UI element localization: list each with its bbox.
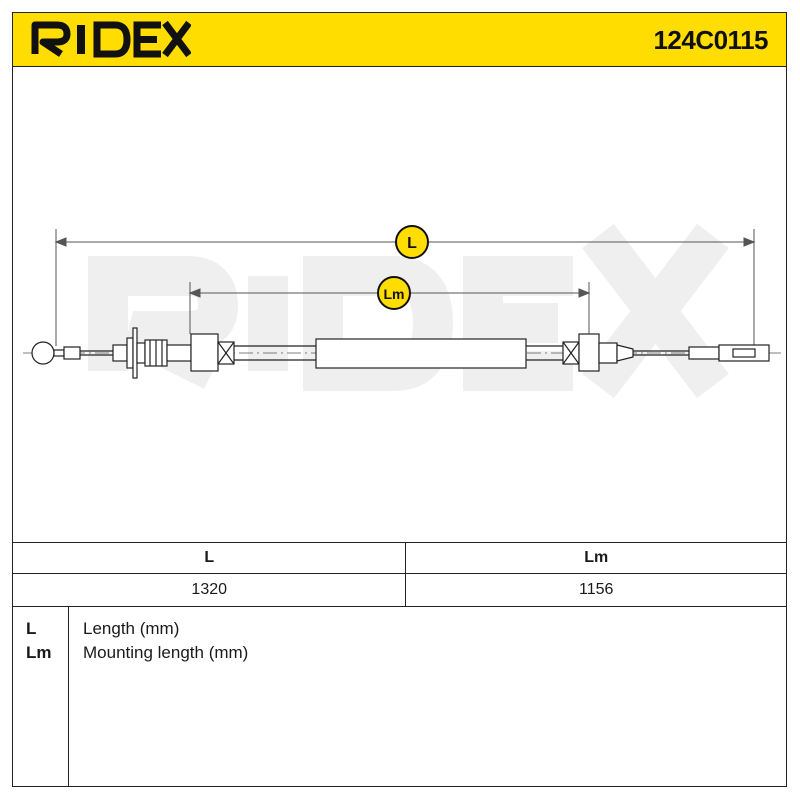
legend-key: L <box>26 619 37 638</box>
brake-cable <box>31 327 770 379</box>
svg-text:Lm: Lm <box>384 286 405 302</box>
dimension-Lm-marker: Lm <box>377 276 411 310</box>
svg-text:L: L <box>407 235 417 252</box>
part-number: 124C0115 <box>653 25 768 55</box>
value-Lm: 1156 <box>405 573 786 607</box>
ridex-watermark <box>88 223 729 399</box>
legend: L Length (mm) Lm Mounting length (mm) <box>13 607 786 787</box>
dimension-L-marker: L <box>395 225 429 259</box>
legend-description: Mounting length (mm) <box>83 643 249 662</box>
header-L: L <box>13 542 406 574</box>
legend-description: Length (mm) <box>83 619 180 638</box>
legend-row-L: L Length (mm) <box>13 619 786 643</box>
header-Lm: Lm <box>405 542 786 574</box>
legend-key: Lm <box>26 643 52 662</box>
ridex-logo <box>31 20 191 58</box>
legend-row-Lm: Lm Mounting length (mm) <box>13 643 786 667</box>
cable-drawing: L Lm <box>23 223 783 399</box>
header-bar: 124C0115 <box>13 13 786 67</box>
legend-divider <box>68 607 69 787</box>
dimensions-table: L Lm 1320 1156 <box>13 542 786 607</box>
value-L: 1320 <box>13 573 406 607</box>
drawing-frame <box>12 12 787 787</box>
